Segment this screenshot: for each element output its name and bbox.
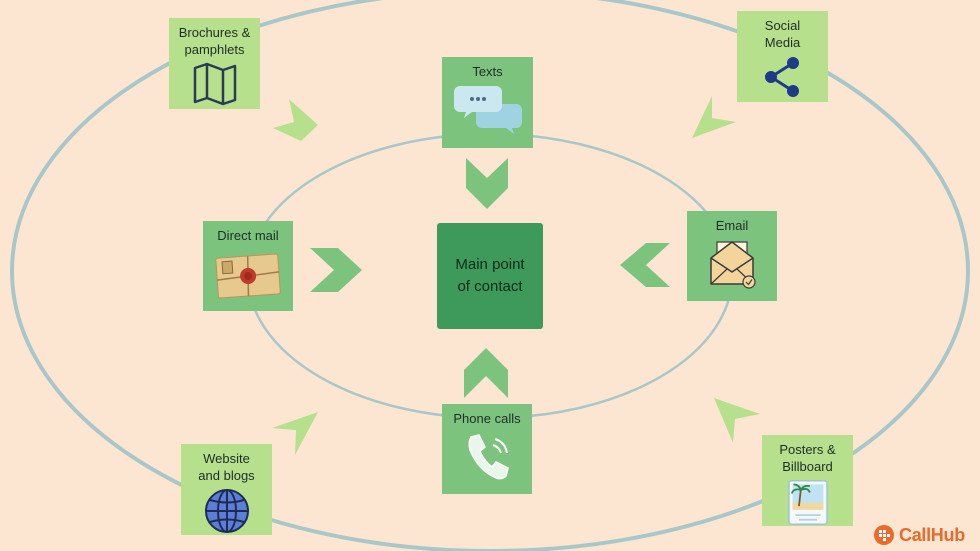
arrow-from-texts (466, 158, 508, 209)
node-texts: Texts (442, 57, 533, 148)
node-direct-mail-line1: Direct mail (217, 228, 279, 243)
node-brochures-line1: Brochures & (178, 25, 251, 40)
brand-name: CallHub (899, 524, 965, 545)
node-brochures: Brochures & pamphlets (169, 18, 260, 109)
globe-icon (204, 489, 249, 533)
arrow-from-direct-mail (310, 248, 362, 292)
arrow-from-brochures (273, 99, 318, 141)
center-label-line2: of contact (457, 278, 523, 295)
arrow-from-website (272, 412, 318, 455)
arrow-from-posters (714, 398, 760, 443)
outer-ring (10, 0, 970, 551)
node-texts-line1: Texts (472, 64, 503, 79)
node-social-line1: Social (764, 18, 801, 33)
node-phone-calls: Phone calls (442, 404, 532, 494)
node-website-line1: Website (203, 451, 250, 466)
node-posters-line2: Billboard (782, 459, 833, 474)
node-email: Email (687, 211, 777, 301)
node-posters-line1: Posters & (779, 442, 836, 457)
node-brochures-line2: pamphlets (184, 42, 245, 57)
node-social-media: Social Media (737, 11, 828, 102)
phone-icon (468, 434, 509, 480)
share-icon (764, 57, 799, 97)
node-email-line1: Email (715, 218, 749, 233)
node-social-line2: Media (764, 35, 801, 50)
node-posters-billboard: Posters & Billboard (762, 435, 853, 526)
node-phone-line1: Phone calls (453, 411, 521, 426)
callhub-brand: CallHub (873, 522, 965, 548)
chat-bubbles-icon (453, 86, 522, 134)
billboard-icon (787, 480, 828, 525)
sealed-envelope-icon (215, 253, 281, 299)
arrow-from-social (692, 96, 736, 138)
map-icon (193, 62, 236, 106)
main-point-of-contact: Main point of contact (437, 223, 543, 329)
node-website: Website and blogs (181, 444, 272, 535)
arrow-from-email (620, 243, 670, 287)
callhub-logo-icon (874, 525, 894, 545)
center-label-line1: Main point (455, 256, 525, 273)
node-direct-mail: Direct mail (203, 221, 293, 311)
node-website-line2: and blogs (198, 468, 255, 483)
arrow-from-phone (464, 348, 508, 398)
open-envelope-icon (710, 241, 756, 289)
